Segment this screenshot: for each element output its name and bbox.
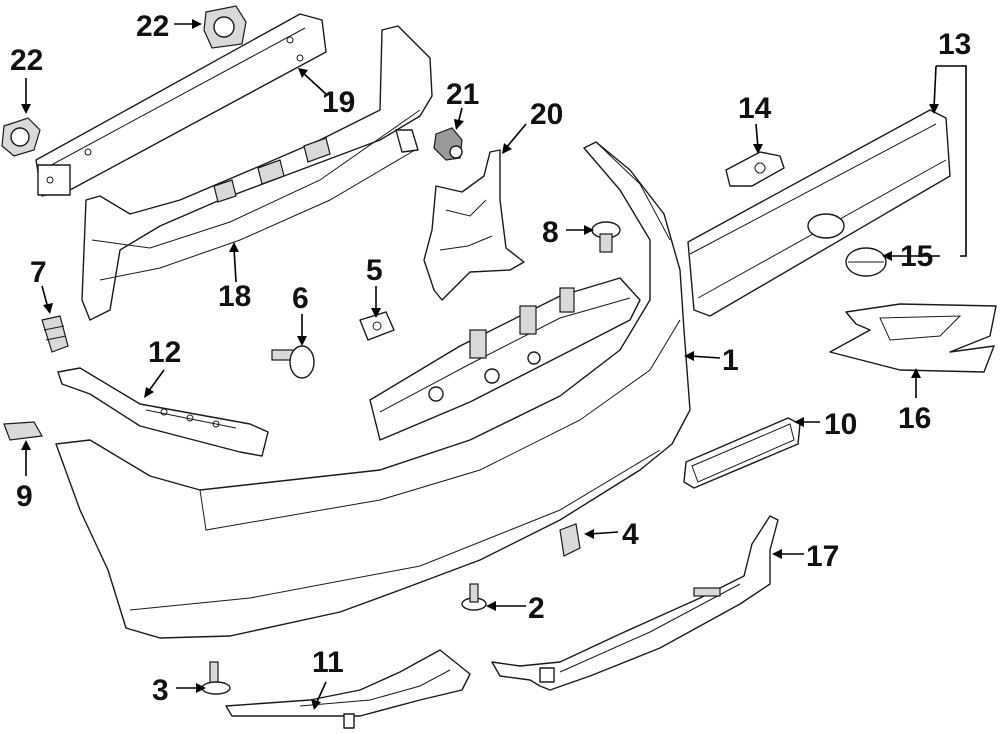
callout-16: 16 xyxy=(898,402,931,435)
callout-15: 15 xyxy=(900,240,933,273)
callout-21: 21 xyxy=(446,78,479,111)
callout-12: 12 xyxy=(148,336,181,369)
part-22-bracket-left xyxy=(1,117,41,157)
part-16-seal xyxy=(829,303,997,373)
leader-lines xyxy=(21,19,967,710)
callout-19: 19 xyxy=(322,86,355,119)
part-18-energy-absorber xyxy=(81,25,433,321)
callout-labels: 1 2 3 4 5 6 7 8 9 10 11 12 13 14 15 16 1… xyxy=(10,10,971,707)
inner-bumper-support xyxy=(369,277,641,441)
callout-22-top: 22 xyxy=(136,10,169,43)
part-22-bracket-top xyxy=(203,5,247,49)
callout-7: 7 xyxy=(30,256,47,289)
callout-1: 1 xyxy=(722,344,739,377)
part-13-garnish xyxy=(687,109,951,317)
callout-3: 3 xyxy=(152,674,169,707)
part-5-nut xyxy=(359,311,395,341)
part-15-emblem xyxy=(845,247,887,277)
callout-4: 4 xyxy=(622,518,639,551)
part-17-lower-reinforcement xyxy=(491,515,779,691)
part-7-clip xyxy=(41,315,69,353)
callout-17: 17 xyxy=(806,540,839,573)
callout-14: 14 xyxy=(738,92,772,125)
part-9-pad xyxy=(3,421,43,441)
callout-13: 13 xyxy=(938,28,971,61)
callout-6: 6 xyxy=(292,282,309,315)
part-14-gasket xyxy=(725,151,785,187)
part-10-reflector xyxy=(683,417,801,489)
callout-10: 10 xyxy=(824,408,857,441)
part-1-bumper-cover xyxy=(55,141,691,639)
part-4-clip xyxy=(559,523,581,557)
callout-22-left: 22 xyxy=(10,44,43,77)
part-8-clip xyxy=(591,221,621,253)
callout-8: 8 xyxy=(542,216,559,249)
callout-18: 18 xyxy=(218,280,251,313)
part-3-screw xyxy=(201,661,231,695)
part-21-sensor xyxy=(433,127,463,161)
callout-5: 5 xyxy=(366,254,383,287)
callout-11: 11 xyxy=(312,646,344,679)
part-19-reinforcement-beam xyxy=(35,13,327,197)
part-6-screw xyxy=(271,345,315,379)
callout-20: 20 xyxy=(530,98,563,131)
part-11-lower-bracket xyxy=(225,649,471,729)
part-12-bracket xyxy=(57,367,269,457)
part-2-screw xyxy=(461,583,487,611)
callout-9: 9 xyxy=(16,480,33,513)
callout-2: 2 xyxy=(528,592,545,625)
part-20-side-bracket xyxy=(423,149,525,301)
